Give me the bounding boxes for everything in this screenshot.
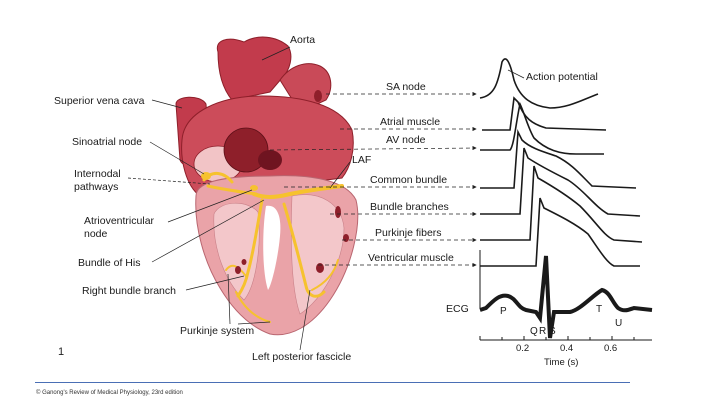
interventricular-septum <box>263 205 281 290</box>
muscle-spots <box>235 90 349 274</box>
label-right-bundle-branch: Right bundle branch <box>82 285 176 297</box>
ecg-label: ECG <box>446 303 469 315</box>
footer-divider <box>35 382 630 383</box>
label-atrioventricular-1: Atrioventricular <box>84 215 155 227</box>
label-superior-vena-cava: Superior vena cava <box>54 95 145 107</box>
ecg-trace <box>479 255 653 339</box>
tissue-label-bundle-branches: Bundle branches <box>370 201 449 213</box>
purkinje-left <box>311 259 339 291</box>
tick-label-0-4: 0.4 <box>560 343 573 354</box>
leader-sa-node <box>149 141 205 175</box>
av-valve-region <box>258 150 282 170</box>
label-bundle-of-his: Bundle of His <box>78 257 140 269</box>
tick-label-0-2: 0.2 <box>516 343 529 354</box>
wave-q: Q <box>530 326 538 337</box>
label-internodal-2: pathways <box>74 181 118 193</box>
spot <box>241 259 247 265</box>
label-internodal-1: Internodal <box>74 168 121 180</box>
leader-lpf <box>299 289 311 351</box>
leader-aorta <box>261 46 291 61</box>
anatomy-labels: Aorta Superior vena cava Sinoatrial node… <box>54 34 371 363</box>
spot <box>316 263 324 273</box>
tissue-label-purkinje-fibers: Purkinje fibers <box>375 227 442 239</box>
trace-sa-node <box>479 58 599 109</box>
time-axis-label: Time (s) <box>544 357 578 368</box>
ecg-panel: ECG P Q R S T U 0.2 0.4 0.6 Time (s) <box>446 250 653 368</box>
leader-right-bundle <box>185 275 245 291</box>
label-atrioventricular-2: node <box>84 228 108 240</box>
tissue-label-atrial-muscle: Atrial muscle <box>380 116 440 128</box>
label-laf: LAF <box>352 154 371 166</box>
tissue-label-ventricular-muscle: Ventricular muscle <box>368 252 454 264</box>
tissue-label-common-bundle: Common bundle <box>370 174 447 186</box>
trace-atrial-muscle <box>482 96 607 131</box>
spot <box>343 234 349 242</box>
left-atrium-chamber <box>223 127 269 173</box>
trace-ventricular-muscle <box>480 197 640 267</box>
label-sinoatrial-node: Sinoatrial node <box>72 136 142 148</box>
action-potential-traces <box>479 58 643 267</box>
tick-label-0-6: 0.6 <box>604 343 617 354</box>
tissue-label-av-node: AV node <box>386 134 426 146</box>
left-bundle-path <box>282 202 326 298</box>
wave-s: S <box>549 326 556 337</box>
wave-u: U <box>615 318 622 329</box>
spot <box>235 266 241 274</box>
label-purkinje-system: Purkinje system <box>180 325 254 337</box>
purkinje-right <box>225 264 247 277</box>
aorta-vessel <box>216 36 292 101</box>
spot <box>314 90 322 102</box>
tissue-label-sa-node: SA node <box>386 81 426 93</box>
leader-purkinje-2 <box>237 321 271 325</box>
spot <box>335 206 341 218</box>
leader-action-potential <box>507 69 525 79</box>
trace-av-node <box>480 101 604 155</box>
label-aorta: Aorta <box>290 34 315 46</box>
label-action-potential: Action potential <box>526 71 598 83</box>
time-axis-ticks <box>479 336 635 340</box>
leader-internodal <box>127 177 211 185</box>
heart-illustration <box>175 36 359 336</box>
leader-av-node <box>167 189 253 223</box>
footer-citation: © Ganong's Review of Medical Physiology,… <box>36 390 183 396</box>
wave-t: T <box>596 304 602 315</box>
purkinje-apex <box>235 291 271 323</box>
leader-laf <box>329 161 351 189</box>
leader-svc <box>151 99 183 109</box>
wave-r: R <box>539 326 546 337</box>
bundle-of-his-path <box>252 184 344 199</box>
leader-purkinje-1 <box>227 273 231 325</box>
trace-common-bundle <box>480 129 637 189</box>
trace-bundle-branches <box>480 147 641 217</box>
wave-p: P <box>500 306 507 317</box>
trace-purkinje-fibers <box>480 165 643 243</box>
av-node-mark <box>250 185 258 191</box>
right-bundle-path <box>236 198 264 298</box>
label-left-posterior-fascicle: Left posterior fascicle <box>252 351 351 363</box>
leader-bundle-of-his <box>151 199 265 263</box>
tissue-labels: SA node Atrial muscle AV node Common bun… <box>269 81 477 268</box>
slide-number: 1 <box>58 346 65 358</box>
arrow-av-node <box>269 145 477 151</box>
